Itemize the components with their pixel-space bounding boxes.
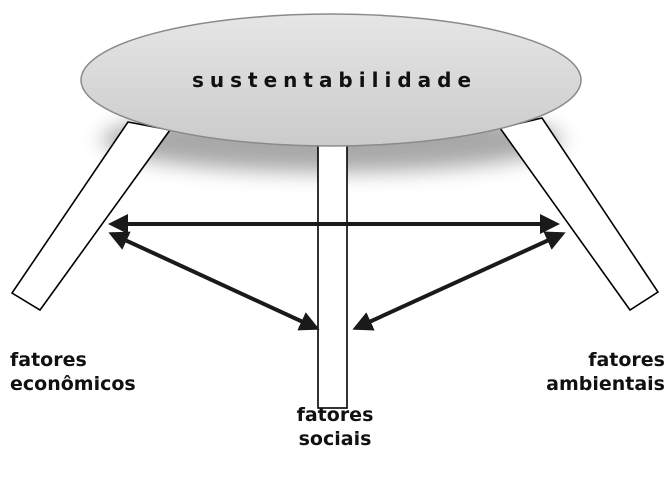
label-social-line1: fatores <box>296 404 374 426</box>
label-social: fatores sociais <box>290 403 380 451</box>
label-environmental: fatores ambientais <box>546 348 665 396</box>
tabletop <box>80 13 582 147</box>
label-environmental-line1: fatores <box>588 349 665 371</box>
label-economic: fatores econômicos <box>10 348 136 396</box>
leg-social <box>317 139 348 409</box>
diagram-title: sustentabilidade <box>191 68 478 92</box>
arrow-environmental-social <box>352 231 566 331</box>
label-economic-line1: fatores <box>10 349 87 371</box>
label-social-line2: sociais <box>298 428 372 450</box>
leg-economic <box>10 121 172 312</box>
label-economic-line2: econômicos <box>10 373 136 395</box>
label-environmental-line2: ambientais <box>546 373 665 395</box>
leg-environmental <box>498 117 660 312</box>
arrow-economic-social <box>108 231 320 331</box>
